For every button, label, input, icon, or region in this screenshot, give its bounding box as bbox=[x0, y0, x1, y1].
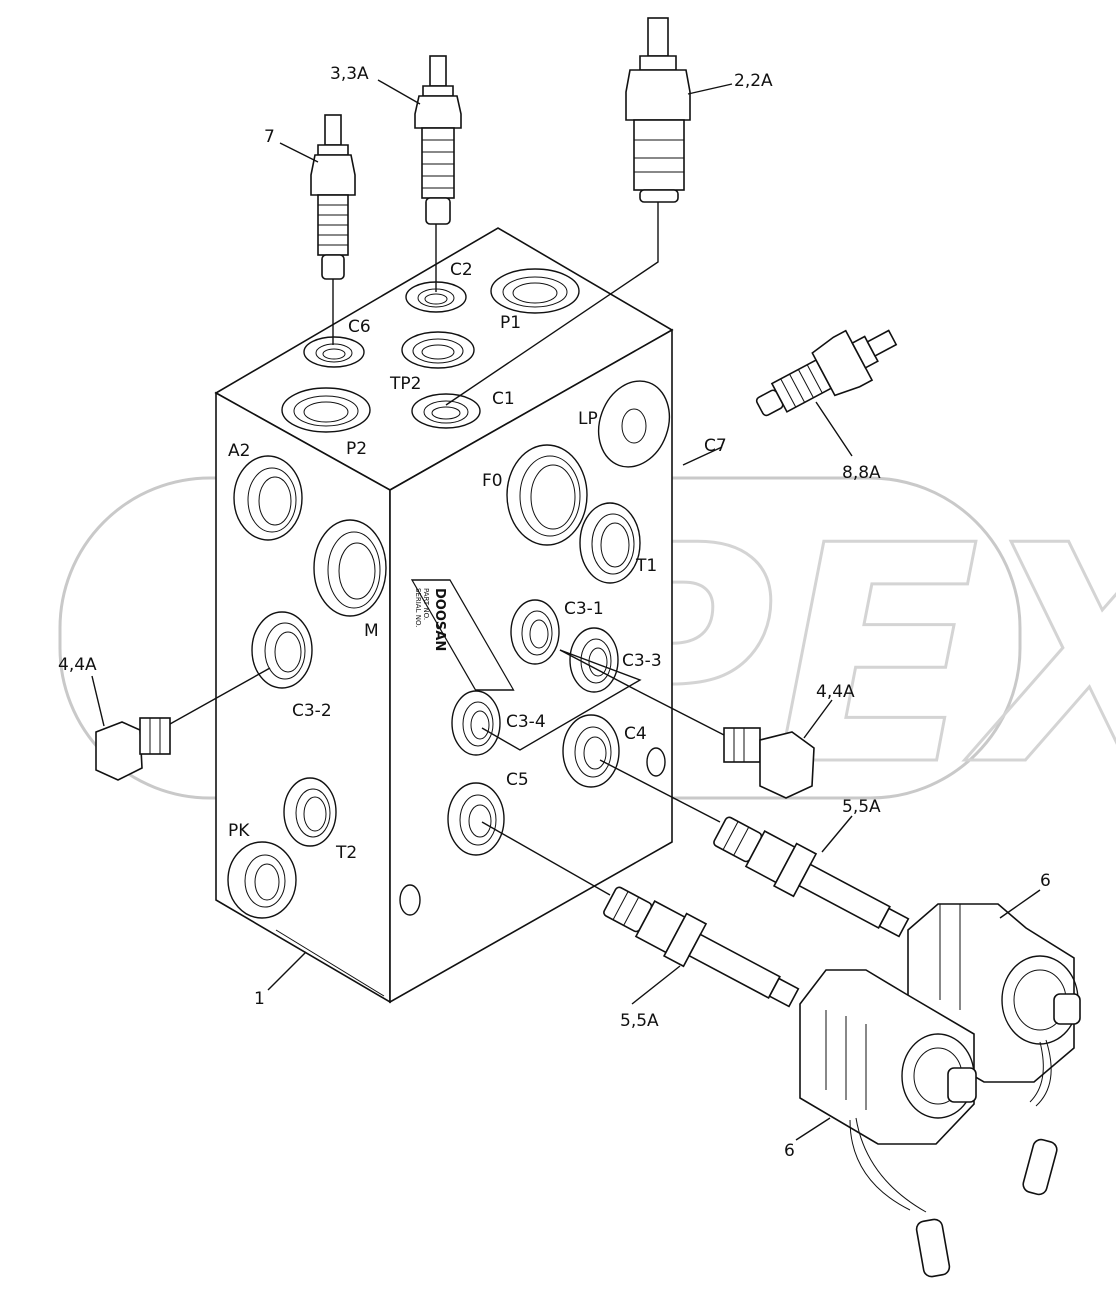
port-C4 bbox=[562, 714, 620, 788]
label-C3-4: C3-4 bbox=[506, 712, 546, 732]
port-labels: C2 P1 C6 TP2 C1 P2 LP C7 A2 F0 T1 M C3-1… bbox=[228, 260, 727, 863]
cartridge-valve-7 bbox=[310, 114, 356, 345]
callout-4-4a-right: 4,4A bbox=[816, 682, 855, 702]
port-P1 bbox=[490, 268, 580, 314]
label-P2: P2 bbox=[346, 439, 367, 459]
left-face-ports bbox=[227, 455, 387, 919]
label-F0: F0 bbox=[482, 471, 503, 491]
label-C3-2: C3-2 bbox=[292, 701, 332, 721]
port-C3-4 bbox=[451, 690, 501, 756]
port-C5 bbox=[447, 782, 505, 856]
cartridge-valve-8 bbox=[755, 329, 898, 417]
port-M bbox=[313, 519, 387, 617]
label-TP2: TP2 bbox=[389, 374, 421, 394]
leader-c4 bbox=[599, 759, 721, 823]
callout-7: 7 bbox=[264, 127, 275, 147]
label-C2: C2 bbox=[450, 260, 473, 280]
callout-3-3a: 3,3A bbox=[330, 64, 369, 84]
label-C3-3: C3-3 bbox=[622, 651, 662, 671]
port-C3-1 bbox=[510, 599, 560, 665]
bolt-hole-left bbox=[399, 884, 421, 916]
callout-2-2a: 2,2A bbox=[734, 71, 773, 91]
nameplate-brand: DOOSAN bbox=[432, 588, 447, 651]
label-T2: T2 bbox=[335, 843, 357, 863]
solenoid-coil-lower bbox=[799, 969, 977, 1278]
label-M: M bbox=[364, 621, 379, 641]
label-C5: C5 bbox=[506, 770, 529, 790]
label-A2: A2 bbox=[228, 441, 250, 461]
port-LP bbox=[597, 380, 671, 468]
plug-left bbox=[95, 667, 271, 781]
cartridge-valve-3 bbox=[414, 55, 462, 292]
port-C3-2 bbox=[251, 611, 313, 689]
right-face-ports bbox=[399, 380, 671, 916]
plug-right bbox=[481, 649, 815, 799]
callout-1: 1 bbox=[254, 989, 265, 1009]
label-P1: P1 bbox=[500, 313, 521, 333]
port-C1 bbox=[411, 393, 481, 429]
callout-4-4a-left: 4,4A bbox=[58, 655, 97, 675]
port-A2 bbox=[233, 455, 303, 541]
label-C4: C4 bbox=[624, 724, 647, 744]
callout-leaders bbox=[91, 79, 1041, 1141]
port-PK bbox=[227, 841, 297, 919]
label-C1: C1 bbox=[492, 389, 515, 409]
port-TP2 bbox=[401, 331, 475, 369]
bolt-hole-right bbox=[646, 747, 666, 777]
port-T2 bbox=[283, 777, 337, 847]
nameplate-line2: SERIAL NO. bbox=[414, 588, 422, 627]
callout-5-5a-lower: 5,5A bbox=[620, 1011, 659, 1031]
solenoid-cartridge-upper bbox=[713, 816, 910, 938]
solenoid-cartridge-lower bbox=[603, 886, 800, 1008]
port-T1 bbox=[579, 502, 641, 584]
part-callouts: 7 3,3A 2,2A 8,8A 4,4A 4,4A 5,5A 5,5A 6 6… bbox=[58, 64, 1051, 1161]
cartridge-valve-2 bbox=[445, 17, 691, 406]
callout-8-8a: 8,8A bbox=[842, 463, 881, 483]
label-C7: C7 bbox=[704, 436, 727, 456]
leader-c5 bbox=[481, 821, 611, 896]
nameplate-line1: PART NO. bbox=[422, 588, 430, 620]
nameplate: DOOSAN PART NO. SERIAL NO. bbox=[410, 579, 515, 691]
port-P2 bbox=[281, 387, 371, 433]
callout-6-lower: 6 bbox=[784, 1141, 795, 1161]
label-T1: T1 bbox=[635, 556, 657, 576]
port-F0 bbox=[506, 444, 588, 546]
callout-6-upper: 6 bbox=[1040, 871, 1051, 891]
label-C6: C6 bbox=[348, 317, 371, 337]
label-LP: LP bbox=[578, 409, 598, 429]
label-C3-1: C3-1 bbox=[564, 599, 604, 619]
label-PK: PK bbox=[228, 821, 250, 841]
callout-5-5a-upper: 5,5A bbox=[842, 797, 881, 817]
leader-c7 bbox=[682, 446, 723, 466]
port-C6 bbox=[303, 336, 365, 368]
